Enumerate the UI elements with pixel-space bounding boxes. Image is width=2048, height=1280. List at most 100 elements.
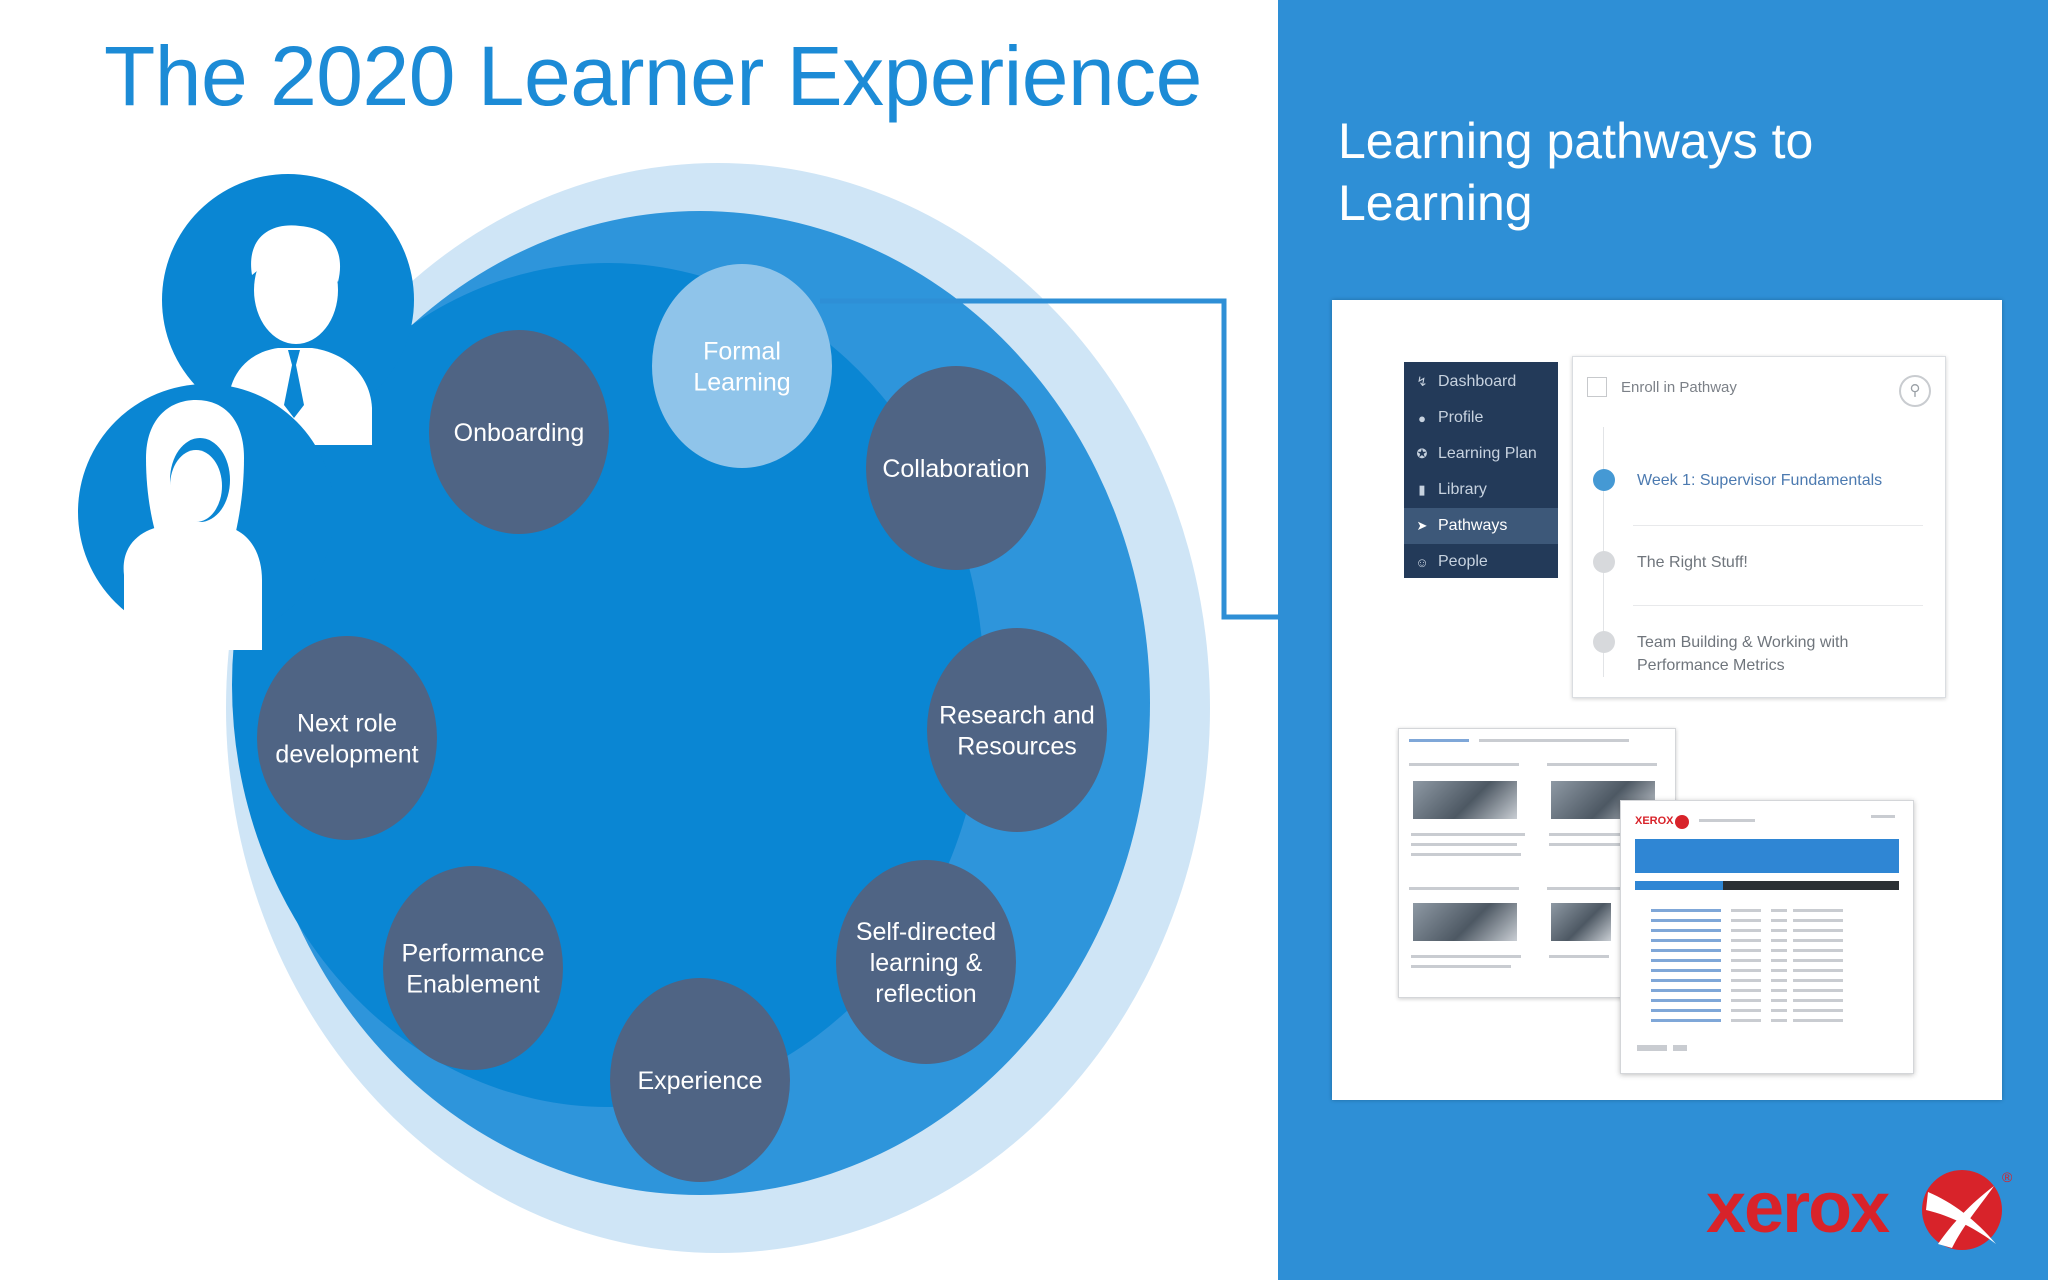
cycle-node-experience: Experience xyxy=(610,978,790,1182)
mini-table-cell xyxy=(1793,999,1843,1002)
learning-pathways-panel: Learning pathways to Learning ↯ Dashboar… xyxy=(1278,0,2048,1280)
mini-table-cell xyxy=(1793,969,1843,972)
mini-tab-active xyxy=(1635,881,1723,890)
learning-plan-icon: ✪ xyxy=(1416,446,1428,461)
pathway-step[interactable]: Week 1: Supervisor Fundamentals xyxy=(1593,469,1927,492)
mini-table-cell xyxy=(1731,919,1761,922)
mini-table-cell xyxy=(1771,1009,1787,1012)
menu-item-library[interactable]: ▮ Library xyxy=(1404,472,1558,508)
mini-table-cell xyxy=(1771,909,1787,912)
mini-table-cell xyxy=(1771,959,1787,962)
cycle-node-label: learning & xyxy=(870,949,983,977)
cycle-node-label: Collaboration xyxy=(882,455,1029,483)
mini-table-cell xyxy=(1731,999,1761,1002)
mini-table-cell xyxy=(1651,989,1721,992)
cycle-node-circle xyxy=(383,866,563,1070)
menu-item-learning-plan[interactable]: ✪ Learning Plan xyxy=(1404,436,1558,472)
cycle-node-label: Experience xyxy=(637,1067,762,1095)
step-label: The Right Stuff! xyxy=(1637,554,1748,571)
mini-bar xyxy=(1411,965,1511,968)
mini-table-cell xyxy=(1793,939,1843,942)
enroll-label: Enroll in Pathway xyxy=(1621,378,1737,396)
mini-table-cell xyxy=(1651,969,1721,972)
menu-item-label: Learning Plan xyxy=(1438,445,1537,462)
pathways-icon: ➤ xyxy=(1416,518,1428,533)
mini-table-cell xyxy=(1793,979,1843,982)
mini-table-cell xyxy=(1651,1019,1721,1022)
mini-table-cell xyxy=(1793,959,1843,962)
cycle-node-collaboration: Collaboration xyxy=(866,366,1046,570)
mini-bar xyxy=(1409,739,1469,742)
cycle-node-circle xyxy=(836,860,1016,1064)
mini-table-cell xyxy=(1651,909,1721,912)
mini-table-cell xyxy=(1771,929,1787,932)
xerox-wordmark: xerox xyxy=(1706,1168,1890,1248)
mini-table-cell xyxy=(1731,979,1761,982)
mini-blue-header xyxy=(1635,839,1899,873)
menu-item-pathways[interactable]: ➤ Pathways xyxy=(1404,508,1558,544)
people-icon: ☺ xyxy=(1415,554,1429,570)
app-screenshot-card: ↯ Dashboard ● Profile ✪ Learning Plan ▮ … xyxy=(1332,300,2002,1100)
step-label: Week 1: Supervisor Fundamentals xyxy=(1637,472,1883,489)
mini-button xyxy=(1673,1045,1687,1051)
connector-line xyxy=(820,298,1278,620)
mini-bar xyxy=(1409,887,1519,890)
mini-table-cell xyxy=(1651,999,1721,1002)
cycle-node-circle xyxy=(429,330,609,534)
mini-bar xyxy=(1479,739,1629,742)
mini-table-cell xyxy=(1731,959,1761,962)
cycle-node-onboarding: Onboarding xyxy=(429,330,609,534)
page-title: The 2020 Learner Experience xyxy=(104,29,1202,123)
thumbnail-image xyxy=(1551,903,1611,941)
mini-table-cell xyxy=(1793,919,1843,922)
step-dot xyxy=(1593,631,1615,653)
menu-item-people[interactable]: ☺ People xyxy=(1404,544,1558,580)
mini-table-cell xyxy=(1793,989,1843,992)
mini-table-cell xyxy=(1651,919,1721,922)
enroll-checkbox[interactable] xyxy=(1587,377,1607,397)
menu-item-label: Profile xyxy=(1438,409,1484,426)
mini-table-cell xyxy=(1731,969,1761,972)
mini-bar xyxy=(1411,833,1525,836)
mini-bar xyxy=(1411,955,1521,958)
mini-table-cell xyxy=(1731,949,1761,952)
step-dot xyxy=(1593,551,1615,573)
menu-item-label: Pathways xyxy=(1438,517,1508,534)
step-divider xyxy=(1633,605,1923,606)
pathway-step[interactable]: Team Building & Working with Performance… xyxy=(1593,631,1927,677)
mini-table-cell xyxy=(1793,949,1843,952)
mini-table-cell xyxy=(1651,979,1721,982)
xerox-sphere-icon xyxy=(1922,1170,2002,1250)
share-icon[interactable]: ⚲ xyxy=(1899,375,1931,407)
cycle-node-circle xyxy=(866,366,1046,570)
mini-table-cell xyxy=(1651,939,1721,942)
menu-item-label: Library xyxy=(1438,481,1487,498)
cycle-node-label: Resources xyxy=(957,733,1077,761)
mini-table-cell xyxy=(1771,969,1787,972)
menu-item-profile[interactable]: ● Profile xyxy=(1404,400,1558,436)
female-learner-icon xyxy=(78,384,334,650)
mini-button xyxy=(1637,1045,1667,1051)
cycle-node-label: Onboarding xyxy=(454,419,585,447)
cycle-node-circle xyxy=(257,636,437,840)
mini-bar xyxy=(1549,955,1609,958)
learner-icons xyxy=(78,174,414,650)
mini-bar xyxy=(1699,819,1755,822)
enroll-row[interactable]: Enroll in Pathway xyxy=(1587,377,1737,397)
dashboard-icon: ↯ xyxy=(1416,374,1428,389)
menu-item-dashboard[interactable]: ↯ Dashboard xyxy=(1404,364,1558,400)
mini-xerox-logo: XEROX xyxy=(1635,815,1674,827)
mini-table-cell xyxy=(1731,1019,1761,1022)
registered-mark: ® xyxy=(2002,1169,2013,1185)
panel-heading-line-1: Learning pathways to xyxy=(1338,113,1814,169)
cycle-node-label: Self-directed xyxy=(856,918,996,946)
cycle-node-label: development xyxy=(275,741,418,769)
mini-table-cell xyxy=(1731,1009,1761,1012)
pathway-step[interactable]: The Right Stuff! xyxy=(1593,551,1927,574)
panel-heading-line-2: Learning xyxy=(1338,175,1533,231)
cycle-node-label: Next role xyxy=(297,710,397,738)
